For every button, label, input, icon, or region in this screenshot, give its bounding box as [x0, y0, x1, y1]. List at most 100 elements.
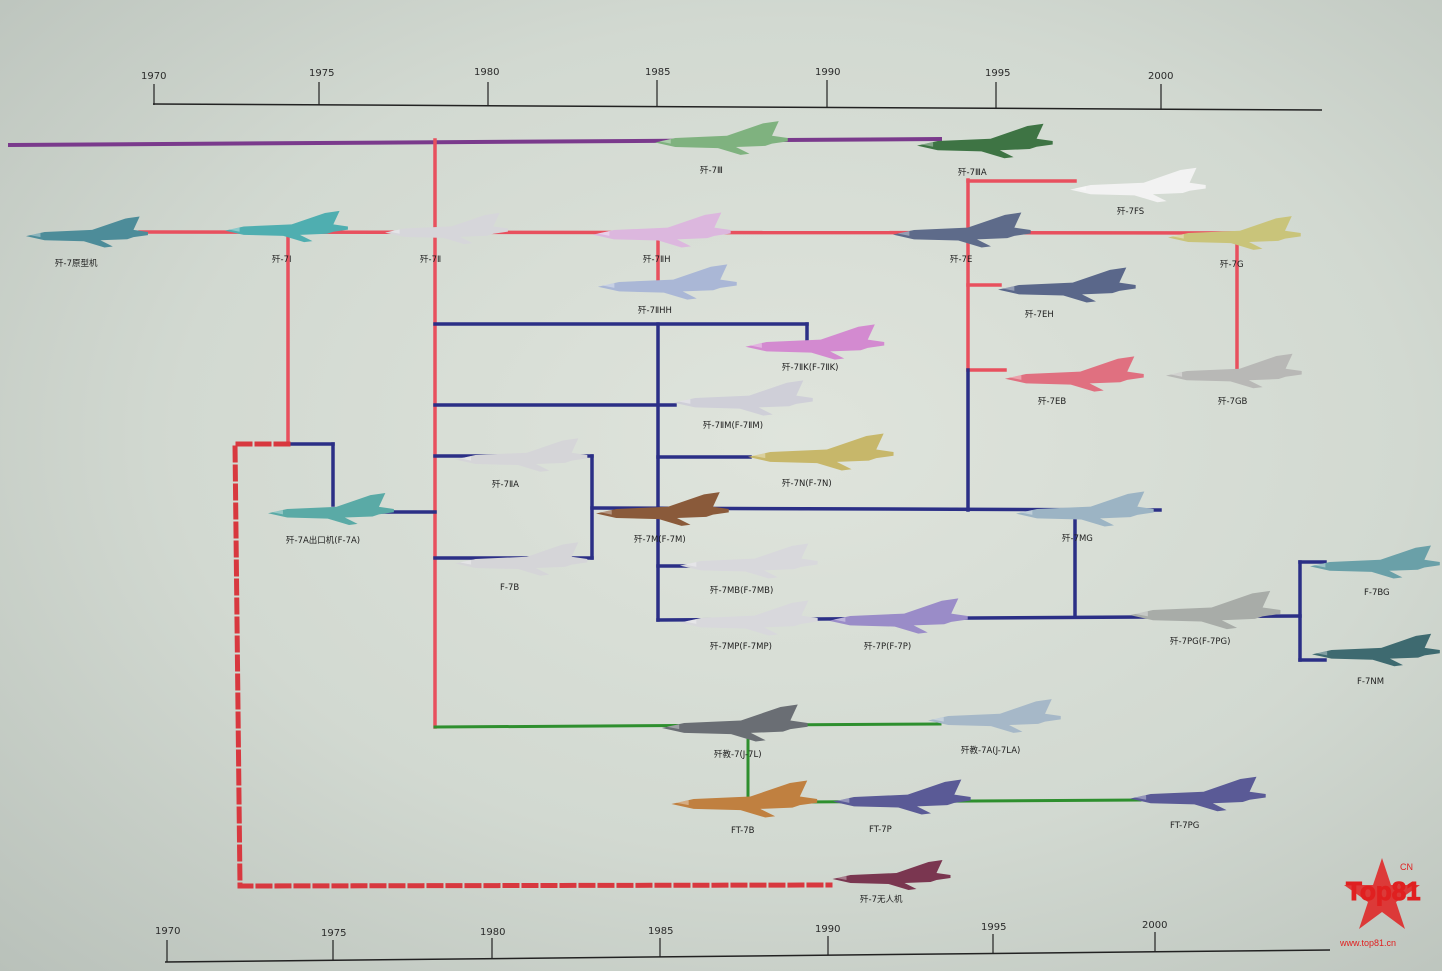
watermark-logo: Top81 — [1346, 876, 1421, 906]
aircraft-label: F-7BG — [1364, 588, 1390, 598]
aircraft-j7-iia: 歼-7ⅡA — [455, 438, 588, 490]
jet-icon — [1166, 353, 1302, 389]
aircraft-ft7p: FT-7P — [833, 779, 971, 835]
aircraft-label: 歼-7无人机 — [860, 894, 903, 905]
aircraft-label: FT-7PG — [1170, 821, 1199, 831]
jet-icon — [385, 212, 508, 245]
watermark-url: www.top81.cn — [1339, 938, 1396, 948]
aircraft-jj7a: 歼教-7A(J-7LA) — [928, 699, 1061, 756]
jet-icon — [998, 267, 1136, 303]
jet-icon — [893, 212, 1031, 248]
jet-icon — [1310, 545, 1440, 579]
aircraft-label: 歼-7Ⅲ — [700, 165, 723, 176]
jet-icon — [1070, 167, 1206, 203]
aircraft-j7a-export: 歼-7A出口机(F-7A) — [268, 493, 394, 546]
star-logo-icon — [1344, 858, 1420, 929]
aircraft-label: 歼-7原型机 — [55, 258, 98, 269]
aircraft-label: FT-7P — [869, 825, 892, 835]
aircraft-label: 歼-7A出口机(F-7A) — [286, 535, 360, 546]
watermark-cn: CN — [1400, 862, 1413, 872]
aircraft-j7-pg: 歼-7PG(F-7PG) — [1130, 590, 1281, 647]
top-timeline: 1970 1975 1980 1985 1990 1995 2000 — [141, 67, 1323, 111]
aircraft-label: 歼-7E — [950, 254, 972, 265]
aircraft-j7-mp: 歼-7MP(F-7MP) — [680, 600, 818, 652]
jet-icon — [597, 264, 737, 300]
year-label: 1995 — [981, 922, 1006, 933]
aircraft-jj7: 歼教-7(J-7L) — [661, 704, 808, 760]
aircraft-j7-g: 歼-7G — [1168, 216, 1301, 270]
aircraft-j7-iihh: 歼-7ⅡHH — [597, 264, 737, 316]
year-label: 1990 — [815, 67, 840, 78]
year-label: 1995 — [985, 68, 1010, 79]
aircraft-j7-iik: 歼-7ⅡK(F-7ⅡK) — [745, 324, 885, 373]
aircraft-j7-n: 歼-7N(F-7N) — [748, 433, 894, 489]
year-label: 2000 — [1148, 71, 1173, 82]
aircraft-label: 歼-7ⅢA — [958, 167, 987, 178]
jet-icon — [268, 493, 394, 525]
year-label: 1985 — [648, 926, 673, 937]
aircraft-label: 歼-7Ⅰ — [272, 254, 291, 265]
aircraft-label: 歼-7MG — [1062, 533, 1093, 544]
year-label: 1980 — [480, 927, 505, 938]
year-label: 1985 — [645, 67, 670, 78]
aircraft-label: 歼-7MB(F-7MB) — [710, 585, 773, 596]
aircraft-label: 歼-7M(F-7M) — [634, 534, 686, 545]
bottom-timeline: 1970 1975 1980 1985 1990 1995 2000 — [155, 920, 1331, 963]
year-label: 1975 — [321, 928, 346, 939]
aircraft-j7-eh: 歼-7EH — [998, 267, 1136, 320]
aircraft-label: 歼-7P(F-7P) — [864, 641, 911, 652]
aircraft-label: 歼-7ⅡA — [492, 479, 519, 490]
jet-icon — [748, 433, 894, 471]
aircraft-label: 歼-7FS — [1117, 206, 1144, 217]
aircraft-label: 歼-7EB — [1038, 396, 1066, 407]
aircraft-f7bg: F-7BG — [1310, 545, 1440, 598]
aircraft-label: 歼-7PG(F-7PG) — [1170, 636, 1230, 647]
jet-icon — [1130, 590, 1281, 630]
year-label: 1990 — [815, 924, 840, 935]
year-label: 2000 — [1142, 920, 1167, 931]
jet-icon — [833, 779, 971, 815]
jet-icon — [661, 704, 808, 742]
aircraft-label: 歼-7N(F-7N) — [782, 478, 832, 489]
jet-icon — [832, 860, 951, 890]
aircraft-label: 歼教-7(J-7L) — [714, 749, 762, 760]
aircraft-j7-eb: 歼-7EB — [1004, 356, 1144, 407]
aircraft-j7-iii: 歼-7Ⅲ — [655, 121, 788, 176]
year-label: 1980 — [474, 67, 499, 78]
aircraft-label: 歼-7ⅡHH — [638, 305, 672, 316]
aircraft-ft7pg: FT-7PG — [1130, 776, 1266, 831]
aircraft-f7nm: F-7NM — [1312, 633, 1440, 687]
aircraft-j7-gb: 歼-7GB — [1166, 353, 1302, 407]
aircraft-j7-p: 歼-7P(F-7P) — [828, 598, 968, 652]
aircraft-j7-mg: 歼-7MG — [1016, 491, 1154, 544]
aircraft-j7-drone: 歼-7无人机 — [832, 860, 951, 905]
jet-icon — [671, 780, 818, 818]
jet-icon — [673, 380, 813, 416]
aircraft-j7-iiia: 歼-7ⅢA — [917, 123, 1053, 178]
aircraft-label: F-7NM — [1357, 677, 1384, 687]
jet-icon — [1312, 633, 1440, 667]
aircraft-label: FT-7B — [731, 826, 755, 836]
aircraft-j7-mb: 歼-7MB(F-7MB) — [680, 543, 818, 596]
aircraft-j7-prototype: 歼-7原型机 — [26, 216, 148, 269]
aircraft-label: 歼-7ⅡH — [643, 254, 671, 265]
aircraft-label: 歼-7EH — [1025, 309, 1054, 320]
dashed-line — [232, 441, 833, 889]
aircraft-label: 歼教-7A(J-7LA) — [961, 745, 1020, 756]
aircraft-j7-fs: 歼-7FS — [1070, 167, 1206, 217]
jet-icon — [655, 121, 788, 155]
aircraft-label: 歼-7MP(F-7MP) — [710, 641, 772, 652]
jet-icon — [26, 216, 148, 248]
timeline-axis — [152, 103, 1323, 111]
aircraft-ft7b: FT-7B — [671, 780, 818, 836]
aircraft-label: 歼-7GB — [1218, 396, 1248, 407]
aircraft-j7-ii: 歼-7Ⅱ — [385, 212, 508, 265]
watermark: Top81 CN www.top81.cn — [1339, 858, 1421, 948]
aircraft-label: 歼-7ⅡM(F-7ⅡM) — [703, 420, 763, 431]
aircraft-j7-iim: 歼-7ⅡM(F-7ⅡM) — [673, 380, 813, 431]
jet-icon — [828, 598, 968, 634]
jet-icon — [593, 212, 731, 248]
aircraft-label: F-7B — [500, 583, 519, 593]
